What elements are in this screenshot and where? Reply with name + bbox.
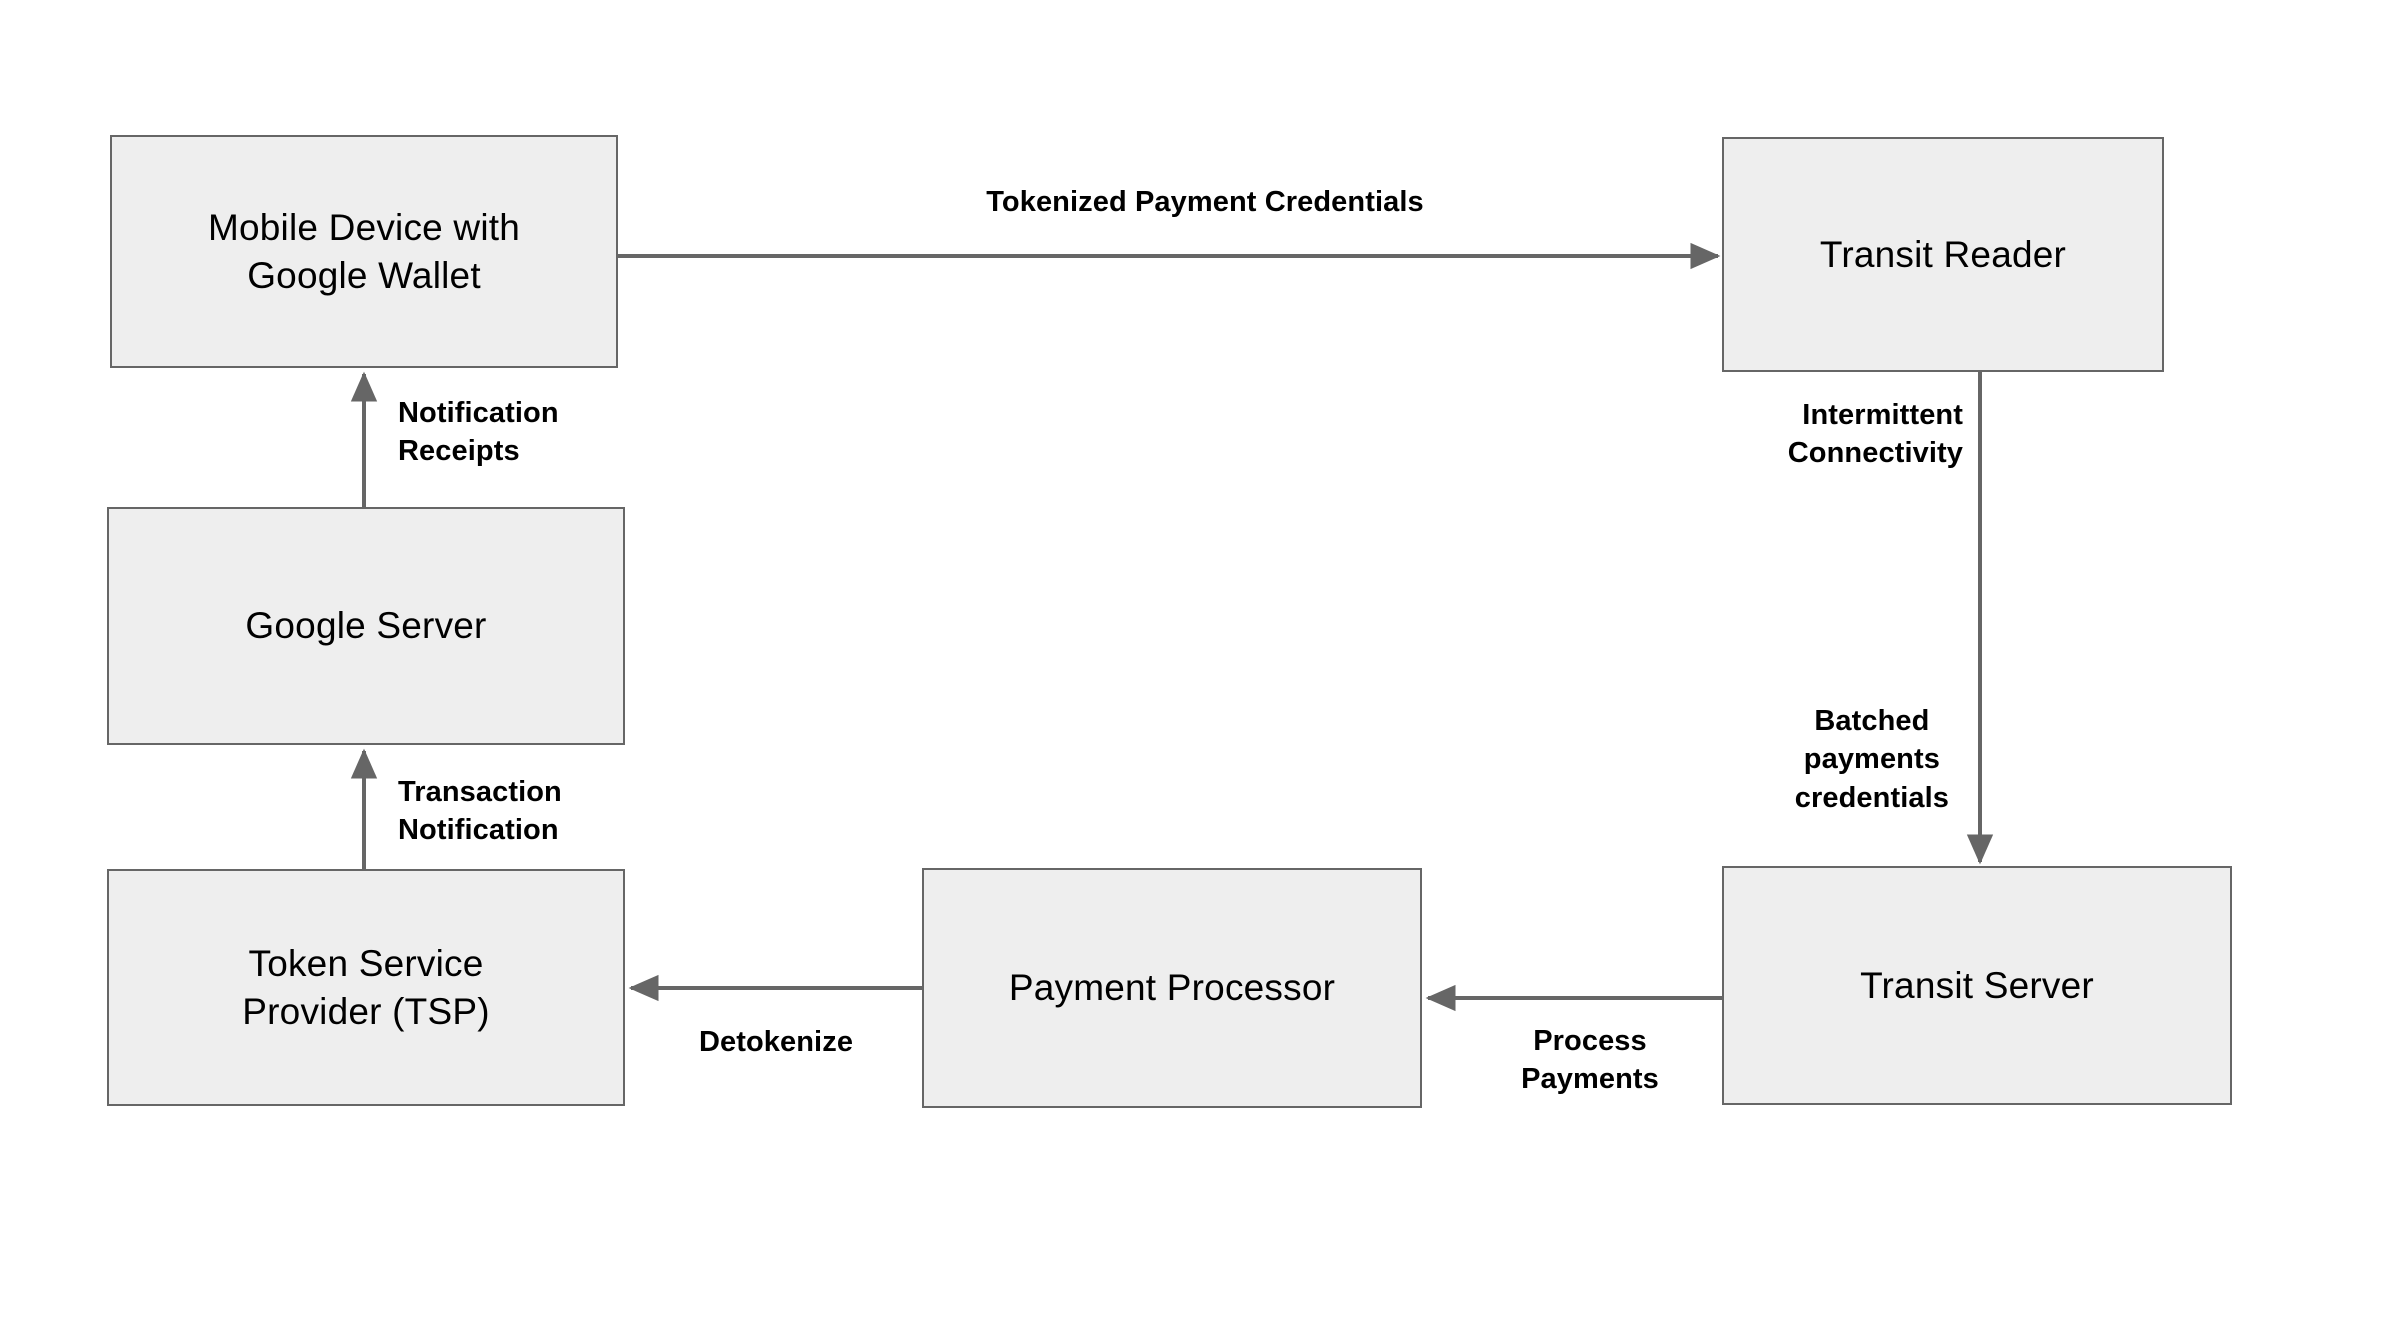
edge-label-process-payments: Process Payments bbox=[1521, 1025, 1659, 1096]
node-transit-reader[interactable]: Transit Reader bbox=[1722, 137, 2164, 372]
edge-label-tokenized-payment-credentials: Tokenized Payment Credentials bbox=[986, 186, 1424, 218]
edge-label-detokenize: Detokenize bbox=[698, 1026, 854, 1058]
edge-label-transaction-notification: Transaction Notification bbox=[398, 776, 562, 847]
edge-label-batched-payments-credentials: Batched payments credentials bbox=[1794, 705, 1949, 814]
node-google-server-label: Google Server bbox=[245, 605, 487, 647]
node-payment-processor-label: Payment Processor bbox=[1008, 967, 1336, 1009]
edge-label-notification-receipts: Notification Receipts bbox=[398, 397, 559, 468]
edge-label-intermittent-connectivity: Intermittent Connectivity bbox=[1787, 399, 1963, 470]
node-token-service-provider-label: Token Service Provider (TSP) bbox=[242, 943, 490, 1032]
node-mobile-device-label: Mobile Device with Google Wallet bbox=[207, 207, 521, 296]
node-payment-processor[interactable]: Payment Processor bbox=[922, 868, 1422, 1108]
node-transit-reader-label: Transit Reader bbox=[1819, 233, 2067, 275]
node-transit-server[interactable]: Transit Server bbox=[1722, 866, 2232, 1105]
node-token-service-provider[interactable]: Token Service Provider (TSP) bbox=[107, 869, 625, 1106]
node-mobile-device[interactable]: Mobile Device with Google Wallet bbox=[110, 135, 618, 368]
node-transit-server-label: Transit Server bbox=[1860, 964, 2094, 1006]
node-google-server[interactable]: Google Server bbox=[107, 507, 625, 745]
